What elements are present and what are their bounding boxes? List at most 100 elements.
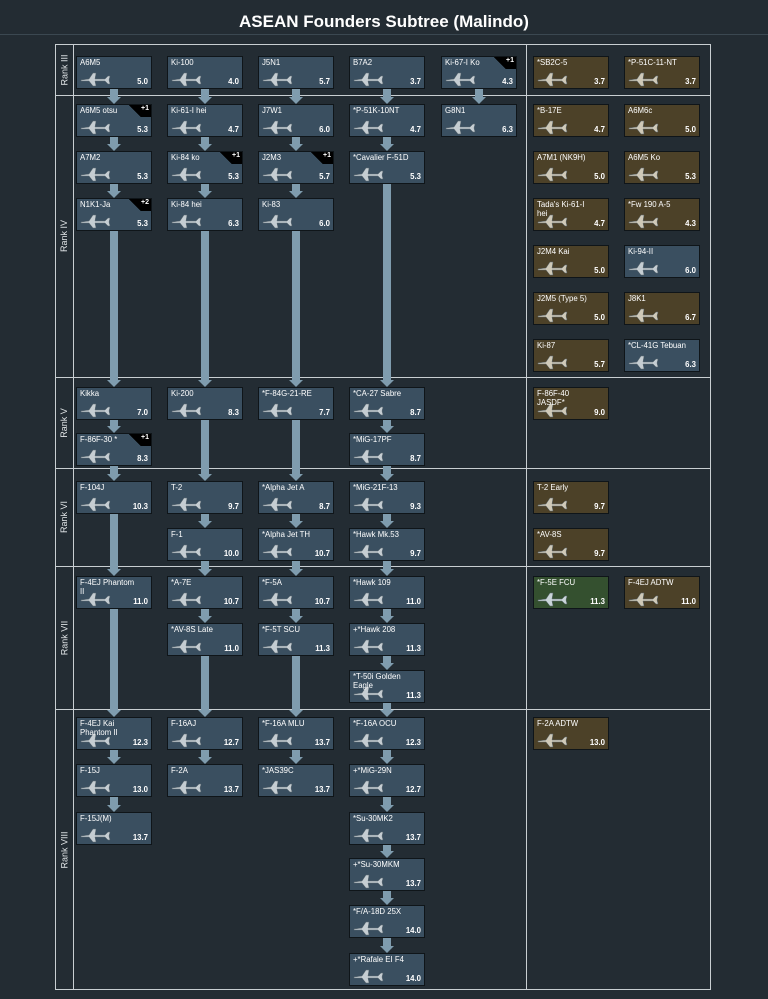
battle-rating: 13.0 bbox=[132, 785, 148, 794]
battle-rating: 5.0 bbox=[594, 172, 605, 181]
vehicle-card[interactable]: F-86F-40 JASDF*9.0 bbox=[533, 387, 609, 420]
title-divider bbox=[0, 34, 768, 35]
arrow-shaft bbox=[110, 184, 118, 192]
aircraft-icon bbox=[171, 733, 202, 748]
vehicle-name: T-2 Early bbox=[537, 483, 569, 492]
vehicle-card[interactable]: F-15J(M)13.7 bbox=[76, 812, 152, 845]
arrow-shaft bbox=[292, 89, 300, 98]
progression-arrow bbox=[380, 514, 394, 528]
progression-arrow bbox=[380, 466, 394, 481]
vehicle-name: F-4EJ ADTW bbox=[628, 578, 674, 587]
vehicle-name: Kikka bbox=[80, 389, 100, 398]
aircraft-icon bbox=[353, 921, 384, 936]
rank-label: Rank V bbox=[55, 377, 73, 468]
vehicle-name: Ki-83 bbox=[262, 200, 281, 209]
arrow-shaft bbox=[292, 656, 300, 711]
battle-rating: 3.7 bbox=[685, 77, 696, 86]
vehicle-name: *F-5T SCU bbox=[262, 625, 300, 634]
vehicle-card[interactable]: F-86F-30 *8.3+1 bbox=[76, 433, 152, 466]
arrow-shaft bbox=[292, 420, 300, 475]
aircraft-icon bbox=[80, 449, 111, 464]
vehicle-name: *F-84G-21-RE bbox=[262, 389, 312, 398]
crew-badge-icon: +1 bbox=[127, 105, 151, 117]
aircraft-icon bbox=[537, 214, 568, 229]
arrow-head bbox=[289, 521, 303, 528]
progression-arrow bbox=[380, 750, 394, 764]
arrow-shaft bbox=[383, 656, 391, 664]
vehicle-card[interactable]: J2M5 (Type 5)5.0 bbox=[533, 292, 609, 325]
aircraft-icon bbox=[262, 544, 293, 559]
vehicle-card[interactable]: A7M1 (NK9H)5.0 bbox=[533, 151, 609, 184]
arrow-shaft bbox=[383, 703, 391, 711]
vehicle-name: F-2A ADTW bbox=[537, 719, 579, 728]
aircraft-icon bbox=[262, 214, 293, 229]
